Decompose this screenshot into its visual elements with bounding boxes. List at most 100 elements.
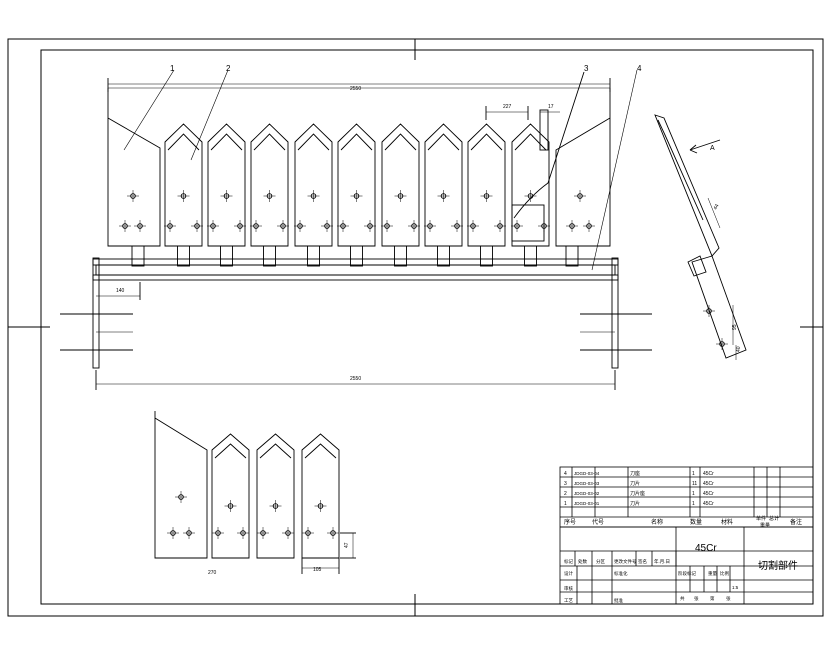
dim-side-1: 44 — [713, 203, 721, 211]
part-label-1: 1 — [170, 64, 175, 73]
rl-of: 第 — [710, 595, 715, 602]
side-holder — [691, 255, 747, 359]
blade — [164, 123, 203, 247]
end-plate-left — [92, 257, 100, 369]
blade — [467, 123, 506, 247]
blade-mount — [350, 245, 363, 267]
dim-bottom-length: 2550 — [350, 376, 361, 382]
view-arrow-head — [689, 144, 697, 151]
blade-bevel — [340, 133, 373, 151]
detail-blade — [256, 433, 295, 559]
rl-change: 更改文件号 — [614, 558, 637, 565]
title-block-frame — [559, 466, 814, 605]
blade — [511, 123, 550, 247]
blade — [381, 123, 420, 247]
bom-header-weight: 重量 — [760, 522, 770, 529]
dim-side-3: 40 — [736, 346, 742, 352]
outer-border — [7, 38, 824, 617]
bom-qty: 1 — [692, 491, 695, 497]
material-label: 45Cr — [695, 543, 717, 554]
view-arrow-head — [689, 149, 698, 154]
dim-gap: 17 — [548, 104, 554, 110]
bom-code: JDGD-03-04 — [574, 471, 600, 476]
rl-count: 处数 — [578, 558, 587, 565]
leader-1 — [123, 69, 175, 151]
bom-header-mat: 材料 — [721, 518, 733, 526]
view-label-a: A — [710, 145, 715, 152]
part-label-2: 2 — [226, 64, 231, 73]
bom-header-qty: 数量 — [690, 518, 702, 526]
rl-scale-value: 1:5 — [732, 585, 739, 590]
bom-header-name: 名称 — [651, 518, 663, 526]
bom-name: 刀片 — [630, 480, 640, 487]
blade-mount — [437, 245, 450, 267]
detail-blade-bevel — [304, 443, 337, 459]
blade-mount — [524, 245, 537, 267]
dim-line — [707, 197, 721, 229]
blade-mount — [263, 245, 276, 267]
rl-review: 审核 — [564, 585, 573, 592]
blade-bevel — [470, 133, 503, 151]
leader-2 — [190, 69, 229, 161]
rl-approve: 批准 — [614, 597, 623, 604]
blade-mount — [480, 245, 493, 267]
bom-mat: 45Cr — [703, 501, 714, 507]
blade-bevel — [167, 133, 200, 151]
blade-bevel — [253, 133, 286, 151]
bom-no: 1 — [564, 501, 567, 507]
rl-process: 工艺 — [564, 598, 573, 603]
bom-header-unit: 单件 — [756, 515, 766, 522]
blade-mount — [220, 245, 233, 267]
rl-weight: 重量 — [708, 570, 717, 577]
bom-code: JDGD-03-03 — [574, 481, 600, 486]
bom-code: JDGD-03-02 — [574, 491, 600, 496]
bom-name: 刀片座 — [630, 490, 645, 497]
detail-blade — [211, 433, 250, 559]
bom-header-no: 序号 — [564, 518, 576, 526]
bom-code: JDGD-03-01 — [574, 501, 600, 506]
blade-bevel — [384, 133, 417, 151]
blade-left — [107, 88, 161, 247]
blade-right — [555, 88, 611, 247]
bom-name: 刀片 — [630, 500, 640, 507]
leader-4 — [591, 69, 638, 271]
blade — [294, 123, 333, 247]
dim-detail-hole: 105 — [313, 567, 322, 573]
bom-header-total: 总计 — [769, 515, 779, 522]
blade-bevel — [514, 133, 547, 151]
main-front-view — [60, 69, 652, 390]
dim-detail-width: 270 — [208, 570, 217, 576]
drawing-title: 切割部件 — [758, 559, 798, 572]
rl-design: 设计 — [564, 570, 573, 577]
blade-3-arm — [539, 109, 549, 151]
blade — [337, 123, 376, 247]
detail-view — [154, 411, 356, 574]
side-bolt — [687, 255, 707, 277]
blade-mount — [177, 245, 190, 267]
blade-mount — [307, 245, 320, 267]
side-blade-edge — [657, 119, 704, 221]
bom-header-note: 备注 — [790, 518, 802, 526]
side-view — [654, 114, 747, 360]
bom-no: 4 — [564, 471, 567, 477]
detail-blade-left — [154, 411, 208, 559]
bom-qty: 1 — [692, 471, 695, 477]
bom-mat: 45Cr — [703, 491, 714, 497]
blade — [207, 123, 246, 247]
blade-mount — [131, 245, 145, 267]
end-plate-right — [611, 257, 619, 369]
bom-mat: 45Cr — [703, 471, 714, 477]
bom-mat: 45Cr — [703, 481, 714, 487]
rl-sign: 签名 — [638, 558, 647, 565]
rl-zone: 分区 — [596, 558, 605, 565]
detail-blade — [301, 433, 340, 559]
blade-bevel — [297, 133, 330, 151]
blade-bevel — [210, 133, 243, 151]
rl-date: 年.月.日 — [654, 558, 670, 565]
base-rail-bottom — [92, 274, 619, 281]
bom-no: 2 — [564, 491, 567, 497]
side-blade — [654, 114, 720, 257]
rl-stage: 阶段标记 — [678, 570, 696, 577]
